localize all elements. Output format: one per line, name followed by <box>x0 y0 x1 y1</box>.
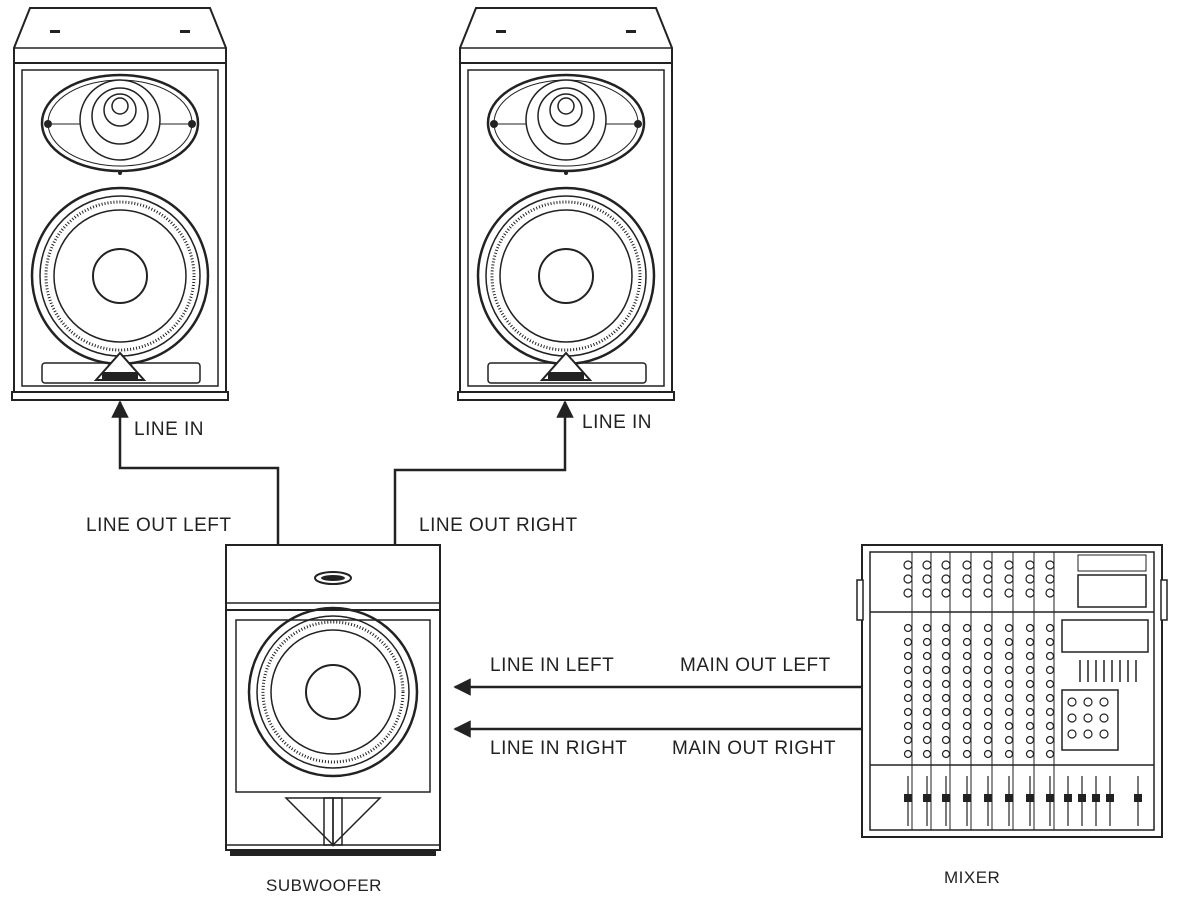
main-out-right-label: MAIN OUT RIGHT <box>672 738 836 759</box>
line-out-left-label: LINE OUT LEFT <box>86 515 232 536</box>
main-out-left-label: MAIN OUT LEFT <box>680 655 831 676</box>
subwoofer-label: SUBWOOFER <box>266 876 382 895</box>
right-speaker-line-in-label: LINE IN <box>582 412 653 433</box>
mixer <box>856 544 1168 838</box>
connection-sub-to-left <box>111 400 280 545</box>
line-in-right-label: LINE IN RIGHT <box>490 738 628 759</box>
connection-sub-to-right <box>393 400 574 545</box>
line-out-right-label: LINE OUT RIGHT <box>419 515 578 536</box>
subwoofer <box>225 544 441 856</box>
speaker-right <box>456 6 676 402</box>
mixer-label: MIXER <box>944 868 1001 887</box>
line-in-left-label: LINE IN LEFT <box>490 655 615 676</box>
left-speaker-line-in-label: LINE IN <box>134 419 205 440</box>
speaker-left <box>10 6 230 402</box>
